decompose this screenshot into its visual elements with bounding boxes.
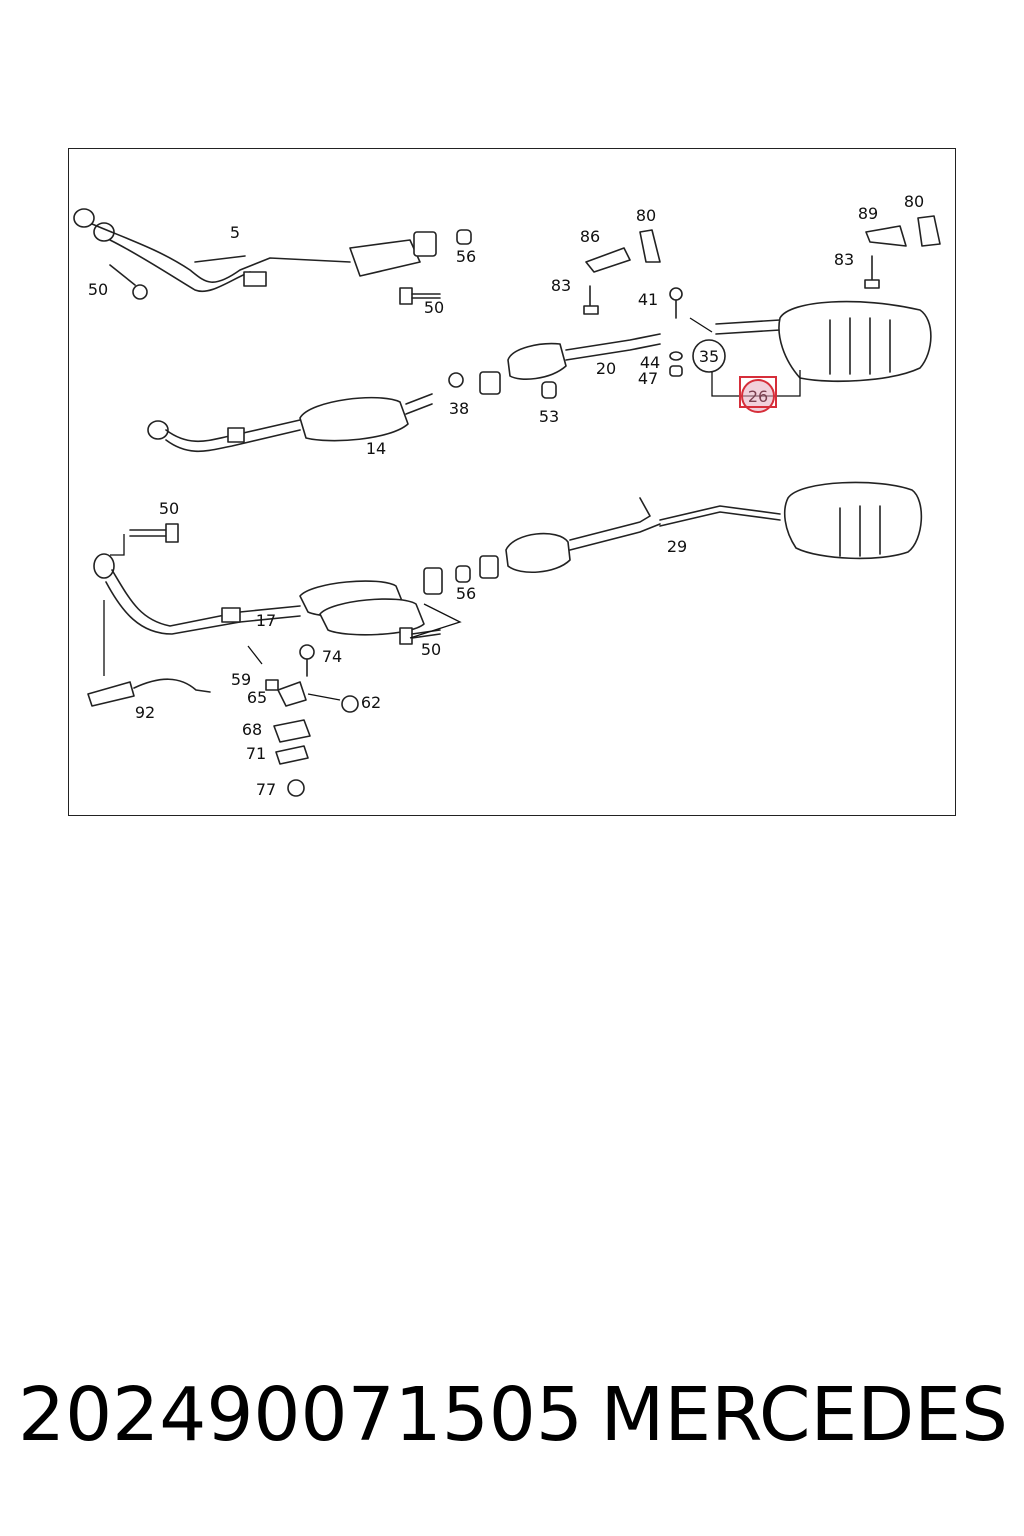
leader-50-bottom [110, 534, 125, 556]
callout-47: 47 [638, 369, 658, 388]
washer-part-44[interactable] [669, 351, 683, 361]
callout-83-b: 83 [834, 250, 854, 269]
callout-53: 53 [539, 407, 559, 426]
callout-41: 41 [638, 290, 658, 309]
intermediate-pipe-part-20[interactable] [479, 333, 661, 395]
exhaust-system-diagram: 5 50 56 50 86 80 83 41 89 80 83 35 20 44… [73, 192, 941, 799]
bolt-part-74[interactable] [299, 644, 315, 677]
clip-part-59[interactable] [265, 679, 279, 691]
clamp-part-65[interactable] [277, 681, 307, 707]
nut-part-53[interactable] [541, 381, 557, 399]
callout-38: 38 [449, 399, 469, 418]
dual-catalytic-converter[interactable] [299, 567, 443, 636]
nut-part-56-top[interactable] [456, 229, 472, 245]
nut-part-62[interactable] [341, 695, 359, 713]
callout-56-a: 56 [456, 247, 476, 266]
front-pipe-part-17[interactable] [93, 553, 301, 635]
footer: 202490071505 MERCEDES [18, 1372, 1008, 1458]
highlight-part-26[interactable] [739, 376, 777, 413]
catalytic-converter-part-14[interactable] [147, 393, 433, 453]
callout-83-a: 83 [551, 276, 571, 295]
callout-17: 17 [256, 611, 276, 630]
brand-name: MERCEDES [600, 1372, 1008, 1458]
callout-50-c: 50 [159, 499, 179, 518]
nut-part-47[interactable] [669, 365, 683, 377]
callout-80-b: 80 [904, 192, 924, 211]
rubber-mount-part-80-right[interactable] [917, 215, 941, 247]
callout-50-b: 50 [424, 298, 444, 317]
callout-65: 65 [247, 688, 267, 707]
bolt-part-83-left[interactable] [583, 285, 599, 315]
bolt-part-50-bottom-top[interactable] [129, 523, 179, 543]
bolt-part-50-top-right[interactable] [399, 287, 441, 305]
rear-pipe-part-29[interactable] [479, 481, 923, 579]
hanger-bracket-part-89[interactable] [865, 225, 907, 247]
leader-56-50 [409, 603, 462, 639]
leader-arrow-17 [247, 645, 263, 665]
callout-14: 14 [366, 439, 386, 458]
callout-92: 92 [135, 703, 155, 722]
bolt-part-41[interactable] [669, 287, 683, 319]
clamp-part-38[interactable] [448, 372, 464, 388]
nut-part-77[interactable] [287, 779, 305, 797]
clamp-part-35[interactable] [692, 339, 726, 373]
callout-50-a: 50 [88, 280, 108, 299]
front-pipe-part-5[interactable] [73, 208, 437, 293]
callout-44: 44 [640, 353, 660, 372]
callout-77: 77 [256, 780, 276, 799]
bolt-part-50-bottom[interactable] [399, 627, 441, 645]
bracket-part-71[interactable] [275, 745, 309, 765]
callout-86: 86 [580, 227, 600, 246]
diagram-frame [68, 148, 956, 816]
callout-59: 59 [231, 670, 251, 689]
callout-35: 35 [699, 347, 719, 366]
callout-5: 5 [230, 223, 240, 242]
oxygen-sensor-part-92[interactable] [87, 600, 211, 707]
rubber-mount-part-80-left[interactable] [639, 229, 661, 263]
callout-26: 26 [748, 387, 768, 406]
callout-50-d: 50 [421, 640, 441, 659]
callout-56-b: 56 [456, 584, 476, 603]
nut-part-56-bottom[interactable] [455, 565, 471, 583]
part-number: 202490071505 [18, 1372, 583, 1458]
callout-29: 29 [667, 537, 687, 556]
bolt-part-83-right[interactable] [864, 255, 880, 289]
callout-71: 71 [246, 744, 266, 763]
hanger-bracket-part-86[interactable] [585, 247, 631, 273]
callout-20: 20 [596, 359, 616, 378]
callout-74: 74 [322, 647, 342, 666]
bracket-part-68[interactable] [273, 719, 311, 743]
bolt-part-50-top[interactable] [109, 264, 148, 300]
callout-89: 89 [858, 204, 878, 223]
callout-68: 68 [242, 720, 262, 739]
callout-80-a: 80 [636, 206, 656, 225]
leader-62 [307, 693, 341, 701]
callout-62: 62 [361, 693, 381, 712]
rear-muffler-top[interactable] [715, 300, 932, 382]
